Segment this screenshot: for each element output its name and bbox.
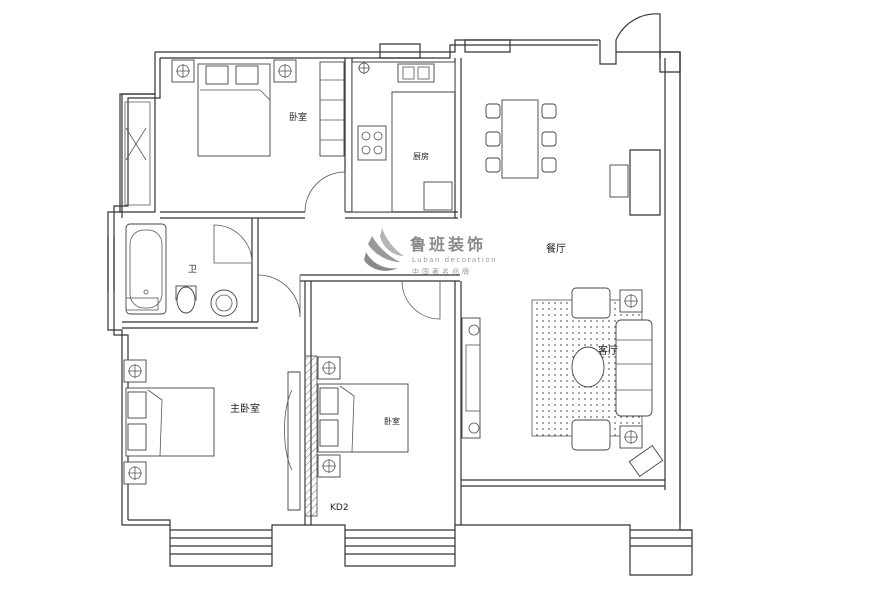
leaf-swirl-logo — [364, 228, 404, 271]
label-bedroom-small: 卧室 — [384, 416, 400, 426]
top-bedroom-furniture — [171, 59, 345, 157]
label-bathroom: 卫 — [188, 265, 197, 275]
label-living: 客厅 — [598, 344, 618, 357]
room-labels: 卧室 厨房 餐厅 卫 主卧室 卧室 客厅 KD2 — [188, 111, 618, 513]
watermark-brand: 鲁班装饰 — [409, 235, 486, 254]
label-bedroom-top: 卧室 — [289, 111, 307, 123]
watermark-sub: Luban decoration — [412, 256, 497, 264]
kitchen-fixtures — [351, 61, 456, 213]
interior-doors — [213, 171, 441, 320]
dining-table-set — [485, 99, 629, 198]
brand-watermark: 鲁班装饰 Luban decoration 中国著名品牌 — [364, 228, 497, 276]
wardrobe-hatch — [304, 355, 318, 517]
watermark-slogan: 中国著名品牌 — [412, 267, 472, 276]
small-bedroom-furniture — [317, 356, 409, 478]
label-door-code: KD2 — [330, 503, 349, 513]
label-kitchen: 厨房 — [413, 151, 429, 161]
entrance-door — [599, 13, 681, 73]
label-master-bedroom: 主卧室 — [230, 402, 260, 415]
master-bedroom-furniture — [123, 359, 301, 511]
bathroom-fixtures — [125, 223, 238, 317]
living-room-furniture — [461, 287, 664, 478]
label-dining: 餐厅 — [546, 242, 566, 255]
